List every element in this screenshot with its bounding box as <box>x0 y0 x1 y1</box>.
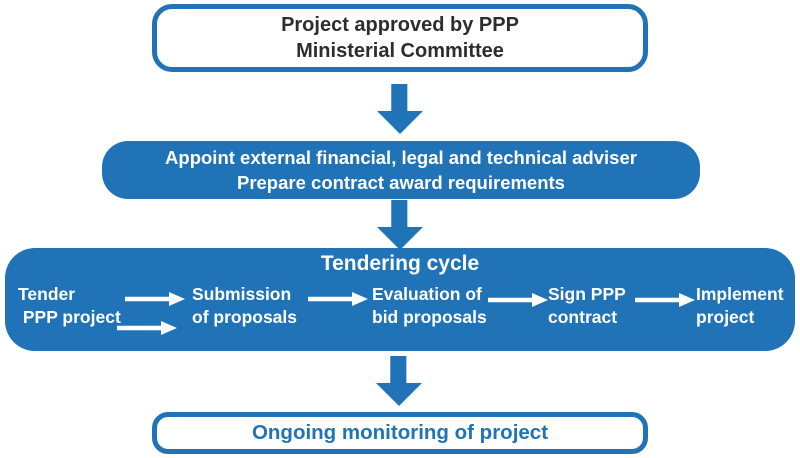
step-tender-ppp-project: Tender PPP project <box>18 284 121 327</box>
down-arrow-icon <box>377 200 423 250</box>
step-implement-project: Implement project <box>696 284 784 327</box>
down-arrow-icon <box>376 356 422 406</box>
node-appoint-advisers-label: Appoint external financial, legal and te… <box>165 147 637 193</box>
right-arrow-icon <box>125 292 185 306</box>
node-appoint-advisers: Appoint external financial, legal and te… <box>102 141 700 199</box>
step-evaluation-of-bid-proposals: Evaluation of bid proposals <box>372 284 487 327</box>
right-arrow-icon <box>308 292 368 306</box>
right-arrow-icon <box>635 293 695 307</box>
step-sign-ppp-contract: Sign PPP contract <box>548 284 626 327</box>
right-arrow-icon <box>117 321 177 335</box>
node-tendering-cycle: Tendering cycle Tender PPP project Submi… <box>5 248 795 351</box>
node-project-approved: Project approved by PPP Ministerial Comm… <box>152 4 648 72</box>
down-arrow-icon <box>377 84 423 134</box>
node-project-approved-label: Project approved by PPP Ministerial Comm… <box>281 14 519 62</box>
right-arrow-icon <box>488 293 548 307</box>
tendering-cycle-title: Tendering cycle <box>320 252 480 275</box>
node-ongoing-monitoring-label: Ongoing monitoring of project <box>251 421 549 444</box>
step-submission-of-proposals: Submission of proposals <box>192 284 298 327</box>
node-ongoing-monitoring: Ongoing monitoring of project <box>152 412 648 454</box>
